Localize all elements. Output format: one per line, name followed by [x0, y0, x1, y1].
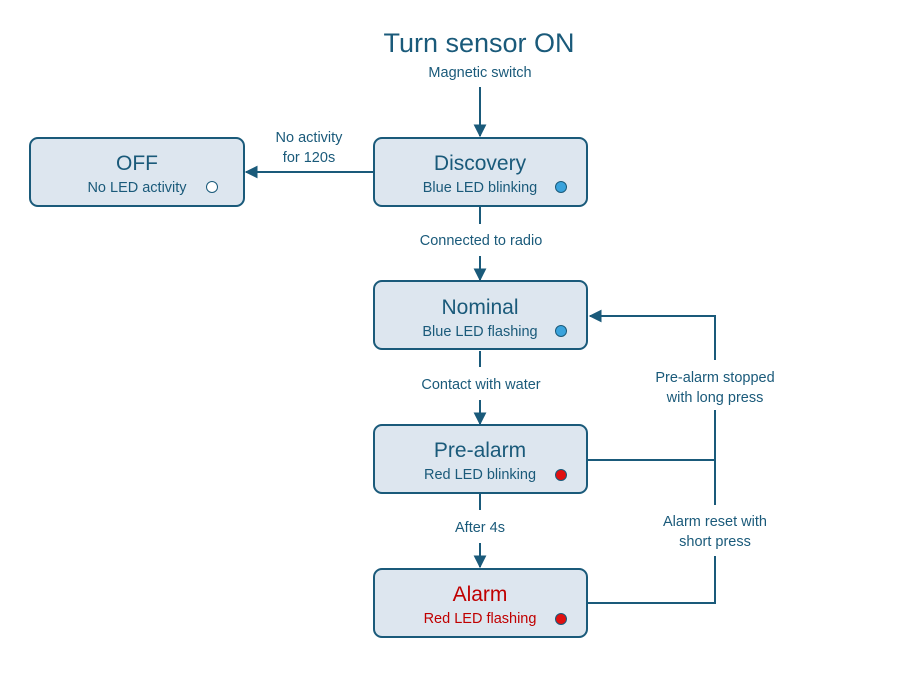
- state-discovery: Discovery Blue LED blinking: [373, 137, 588, 207]
- state-discovery-name: Discovery: [434, 152, 527, 175]
- state-alarm-led: Red LED flashing: [424, 611, 537, 627]
- state-off-led: No LED activity: [87, 180, 187, 196]
- state-off-name: OFF: [116, 152, 158, 175]
- label-prealarm-stopped: Pre-alarm stopped: [655, 370, 774, 386]
- label-connected-to-radio: Connected to radio: [420, 233, 543, 249]
- label-for-120s: for 120s: [283, 150, 335, 166]
- label-short-press: short press: [679, 534, 751, 550]
- led-red-icon: [555, 469, 567, 481]
- label-alarm-reset-with: Alarm reset with: [663, 514, 767, 530]
- connector-alarm-right: [588, 556, 716, 604]
- state-prealarm: Pre-alarm Red LED blinking: [373, 424, 588, 494]
- diagram-title: Turn sensor ON: [383, 28, 574, 58]
- state-nominal-name: Nominal: [441, 296, 518, 319]
- start-trigger-label: Magnetic switch: [428, 65, 531, 81]
- state-nominal: Nominal Blue LED flashing: [373, 280, 588, 350]
- state-alarm: Alarm Red LED flashing: [373, 568, 588, 638]
- state-discovery-led: Blue LED blinking: [423, 180, 537, 196]
- state-prealarm-led: Red LED blinking: [424, 467, 536, 483]
- led-blue-icon: [555, 325, 567, 337]
- label-with-long-press: with long press: [666, 390, 764, 406]
- state-nominal-led: Blue LED flashing: [422, 324, 537, 340]
- led-blue-icon: [555, 181, 567, 193]
- state-alarm-name: Alarm: [453, 583, 508, 606]
- arrow-return-to-nominal: [588, 309, 716, 360]
- label-contact-with-water: Contact with water: [421, 377, 540, 393]
- led-red-icon: [555, 613, 567, 625]
- label-after-4s: After 4s: [455, 520, 505, 536]
- led-off-icon: [206, 181, 218, 193]
- state-off: OFF No LED activity: [29, 137, 245, 207]
- state-prealarm-name: Pre-alarm: [434, 439, 526, 462]
- label-no-activity: No activity: [276, 130, 344, 146]
